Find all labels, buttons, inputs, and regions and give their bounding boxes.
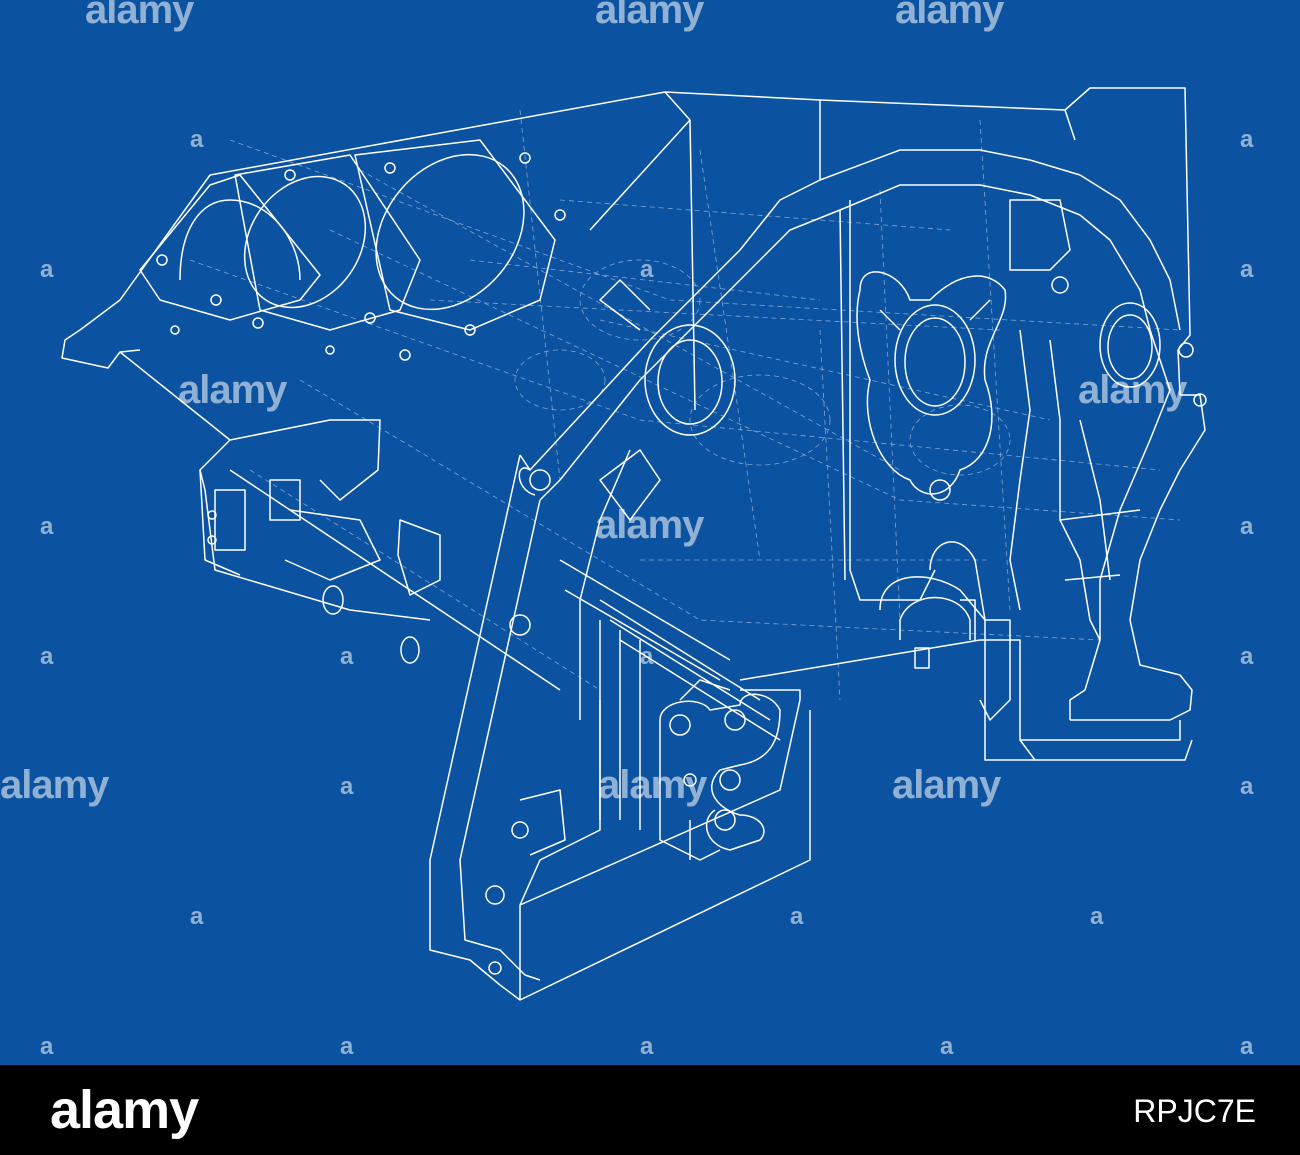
- watermark-mid-left: alamy: [178, 368, 287, 412]
- watermark-mark: a: [190, 126, 204, 153]
- watermark-mark: a: [1240, 126, 1254, 153]
- watermark-mark: a: [640, 643, 654, 670]
- image-code: RPJC7E: [1133, 1093, 1256, 1129]
- watermark-mid-right: alamy: [1078, 368, 1187, 412]
- watermark-top-center: alamy: [595, 0, 704, 32]
- watermark-mark: a: [40, 1033, 54, 1060]
- watermark-mark: a: [190, 903, 204, 930]
- center-bearing-housing: [856, 271, 1007, 495]
- watermark-top-right: alamy: [895, 0, 1004, 32]
- watermark-lower-left: alamy: [0, 763, 109, 807]
- watermark-mark: a: [340, 643, 354, 670]
- footer-bar: alamy RPJC7E: [0, 1065, 1300, 1155]
- blueprint-canvas: alamy alamy alamy alamy alamy alamy alam…: [0, 0, 1300, 1065]
- watermark-mark: a: [40, 256, 54, 283]
- watermark-mark: a: [940, 1033, 954, 1060]
- front-face: [519, 149, 1181, 471]
- engine-block-drawing: [0, 0, 1300, 1065]
- watermark-center: alamy: [595, 503, 704, 547]
- watermark-mark: a: [1090, 903, 1104, 930]
- watermark-mark: a: [40, 643, 54, 670]
- engine-block-outline: [61, 87, 1207, 1001]
- watermark-lower-right: alamy: [892, 763, 1001, 807]
- watermark-mark: a: [640, 1033, 654, 1060]
- watermark-mark: a: [340, 1033, 354, 1060]
- watermark-mark: a: [1240, 1033, 1254, 1060]
- watermark-mark: a: [1240, 513, 1254, 540]
- footer-logo: alamy: [50, 1080, 199, 1140]
- watermark-mark: a: [1240, 256, 1254, 283]
- watermark-mark: a: [640, 256, 654, 283]
- watermark-mark: a: [790, 903, 804, 930]
- watermark-mark: a: [40, 513, 54, 540]
- watermark-lower-center: alamy: [598, 763, 707, 807]
- watermark-mark: a: [1240, 643, 1254, 670]
- watermark-mark: a: [340, 773, 354, 800]
- watermark-mark: a: [1240, 773, 1254, 800]
- watermark-top-left: alamy: [85, 0, 194, 32]
